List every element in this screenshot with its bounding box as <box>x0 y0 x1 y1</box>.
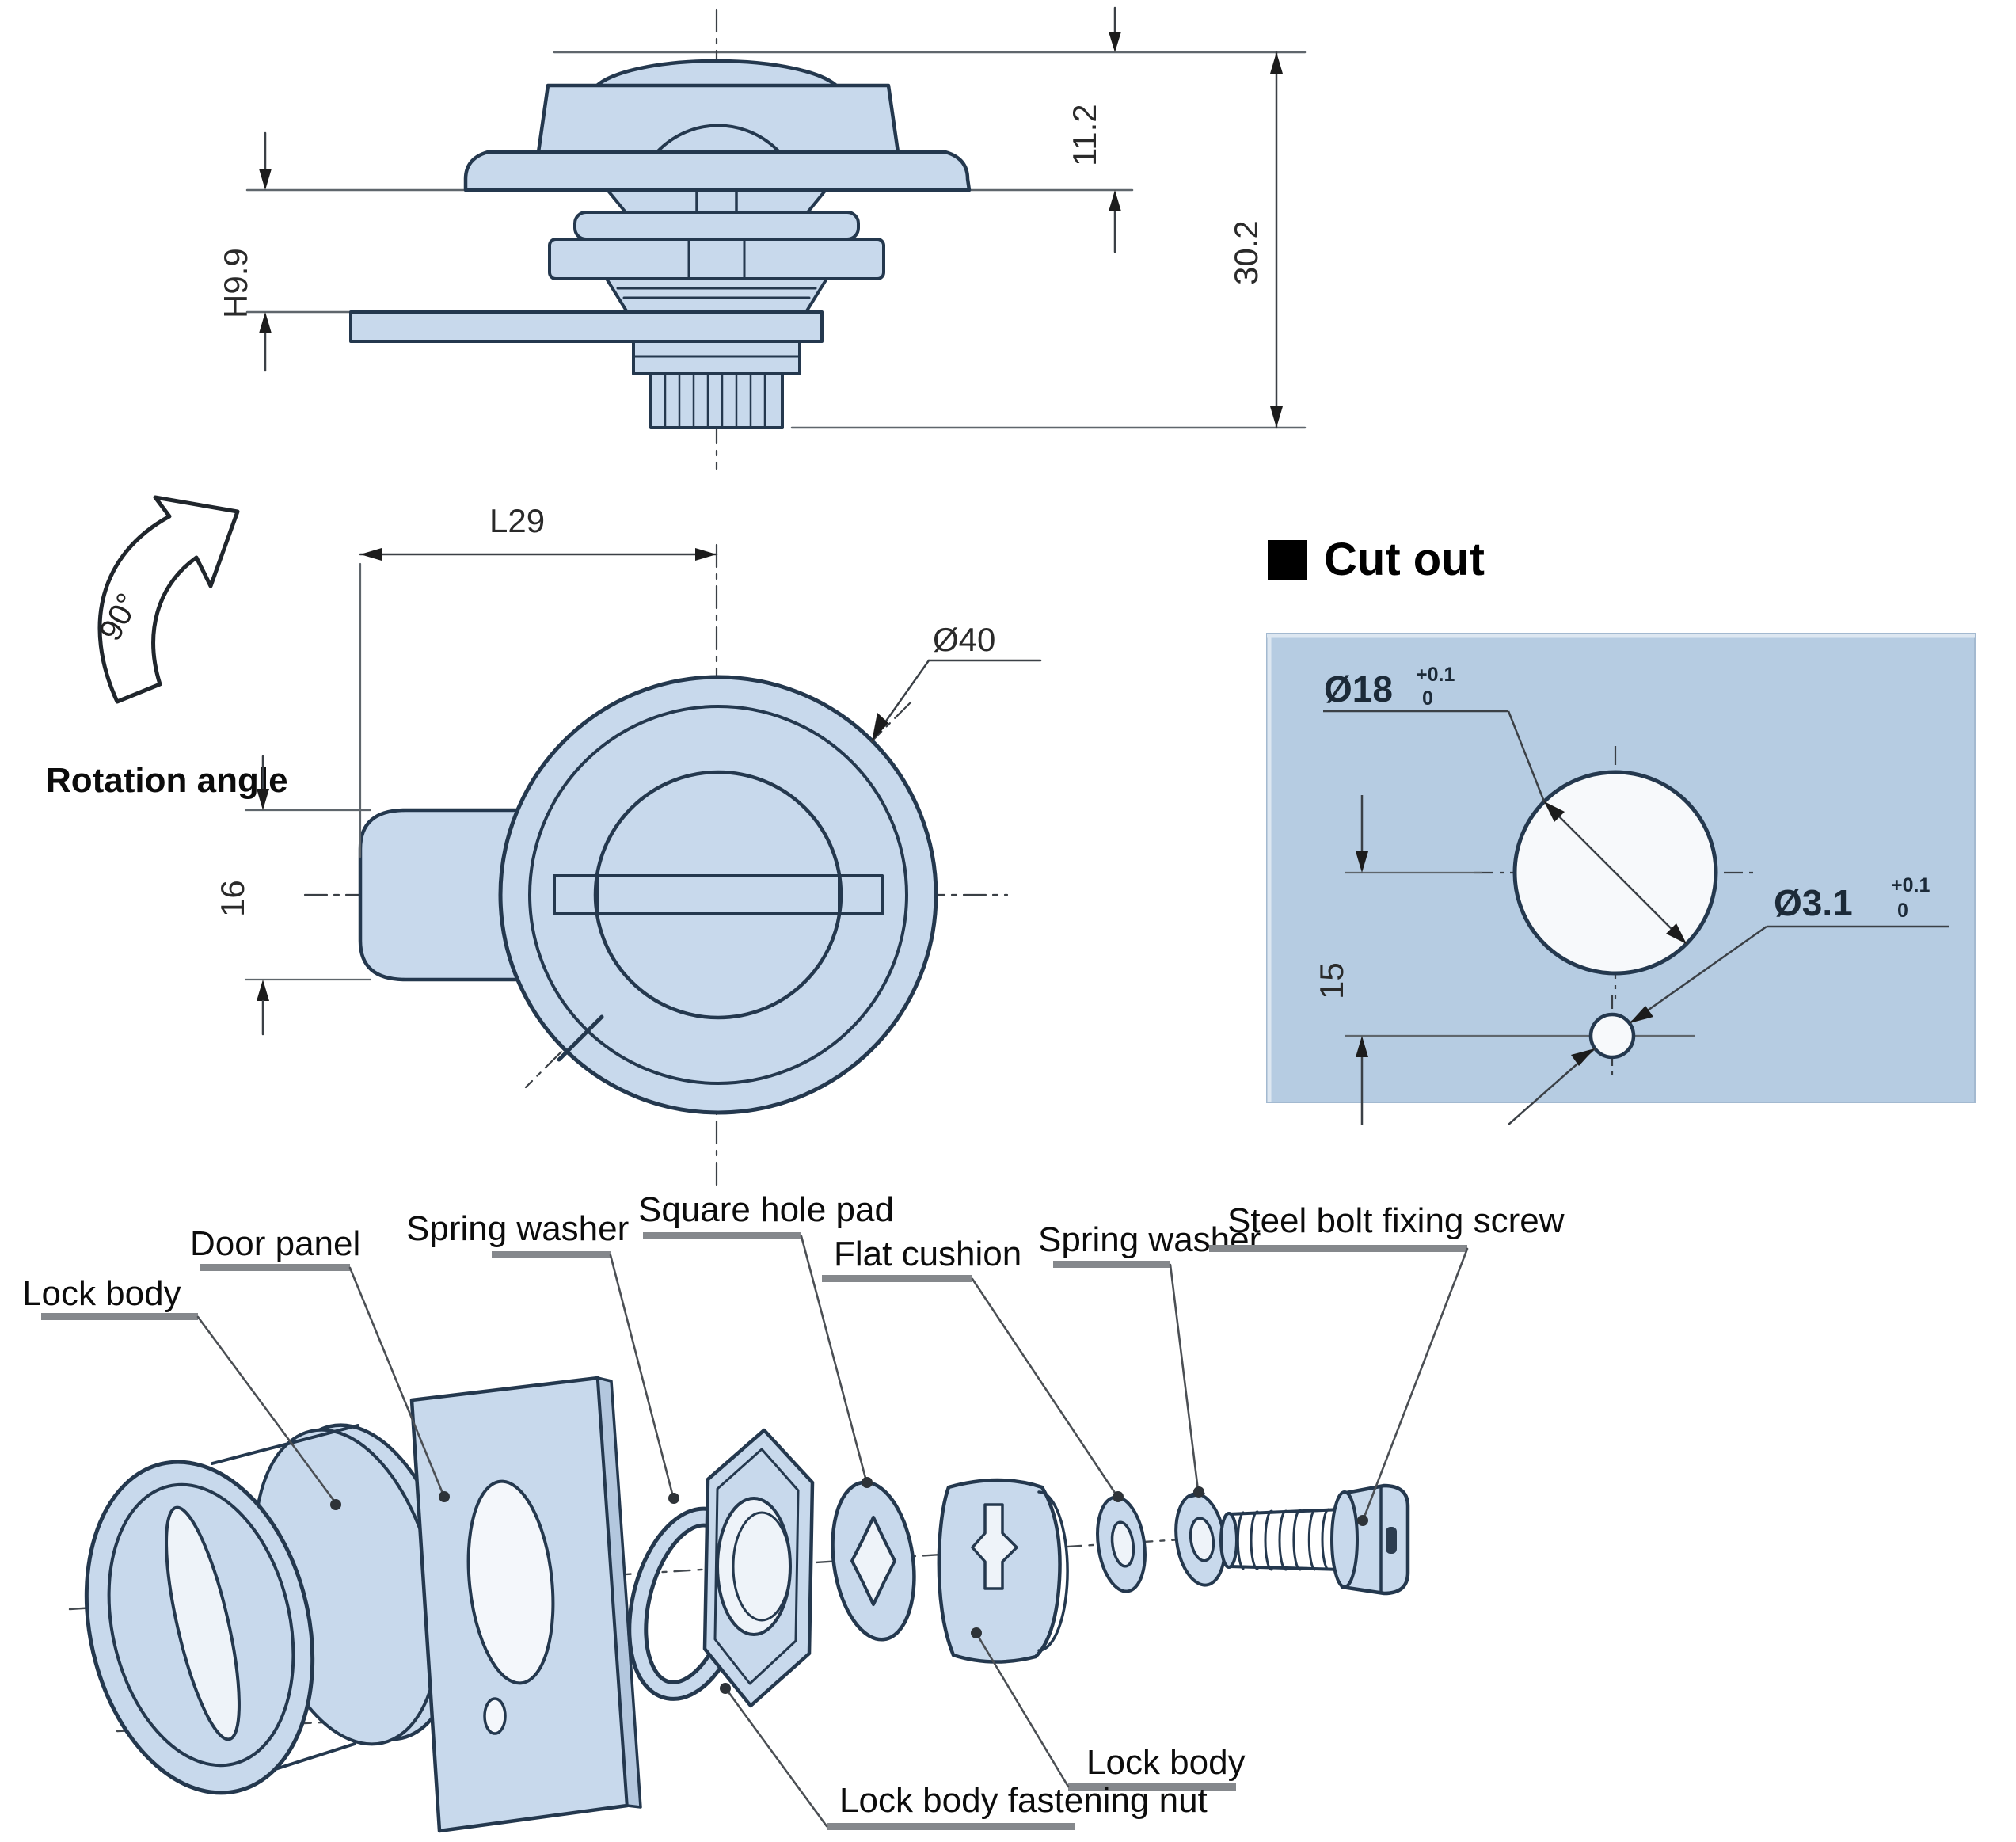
label-flat-cushion: Flat cushion <box>834 1235 1021 1273</box>
part-square-hole-pad <box>831 1480 916 1642</box>
leader-door-panel <box>348 1266 445 1497</box>
leader-fastening-nut <box>725 1688 828 1828</box>
thread-collar <box>605 277 828 314</box>
hole-diameter-line <box>1543 801 1687 945</box>
leader-spring-washer-2 <box>1169 1263 1200 1492</box>
cutout-section: Cut out Ø18 +0.1 0 Ø3.1 <box>1266 534 1976 1125</box>
exploded-view: Lock body Door panel Spring washer Squar… <box>22 1190 1565 1833</box>
label-lock-body-right: Lock body <box>1086 1743 1246 1782</box>
cutout-title: Cut out <box>1324 534 1485 585</box>
leader-bar-spring-washer-1 <box>492 1251 611 1258</box>
leader-flat-cushion <box>971 1277 1118 1497</box>
leader-bar-door-panel <box>200 1264 350 1271</box>
boss-circle <box>593 770 843 1020</box>
outer-circle <box>498 675 938 1115</box>
side-view: H9.9 11.2 30.2 <box>217 6 1307 470</box>
cam-plate <box>349 310 824 343</box>
lower-tick <box>557 1014 604 1062</box>
dia18-callout: Ø18 +0.1 0 <box>1323 664 1546 802</box>
pin-arrow-1 <box>1630 1006 1653 1023</box>
dim-112-text: 11.2 <box>1066 104 1103 166</box>
dia18-tol-plus: +0.1 <box>1416 664 1455 686</box>
dim-h99-text: H9.9 <box>217 248 254 318</box>
label-spring-washer-1: Spring washer <box>406 1209 629 1248</box>
dia31-tol-plus: +0.1 <box>1891 874 1930 896</box>
rotation-annotation: 90° Rotation angle <box>46 495 288 800</box>
hole-arrow-1 <box>1544 801 1565 822</box>
hole-arrow-2 <box>1666 923 1687 944</box>
front-view: L29 16 Ø40 <box>214 502 1042 1189</box>
leader-lock-body-left <box>196 1315 337 1505</box>
dim-16: 16 <box>214 755 372 1036</box>
dim-h99: H9.9 <box>217 131 272 372</box>
dim-l29: L29 <box>359 502 718 858</box>
rotation-label: Rotation angle <box>46 761 288 800</box>
flange <box>463 150 972 192</box>
leader-steel-bolt <box>1362 1247 1469 1520</box>
label-steel-bolt: Steel bolt fixing screw <box>1227 1201 1565 1240</box>
dim-15-text: 15 <box>1313 962 1350 999</box>
pin-arrow-2 <box>1571 1048 1595 1066</box>
leader-lock-body-right <box>976 1633 1070 1788</box>
dim-16-text: 16 <box>214 880 251 917</box>
part-fastening-nut <box>702 1428 815 1708</box>
label-fastening-nut: Lock body fastening nut <box>839 1781 1208 1820</box>
leader-bar-lock-body-left <box>41 1313 198 1320</box>
leader-bar-spring-washer-2 <box>1053 1261 1170 1268</box>
dia31-callout: Ø3.1 +0.1 0 <box>1508 874 1949 1125</box>
dia31-text: Ø3.1 <box>1774 882 1853 923</box>
flange-circle <box>528 705 908 1085</box>
leader-bar-flat-cushion <box>822 1275 972 1282</box>
part-steel-bolt <box>1219 1483 1410 1596</box>
knob-dome <box>593 59 840 89</box>
dim-15: 15 <box>1313 795 1482 1125</box>
dia18-text: Ø18 <box>1324 668 1393 710</box>
part-flat-cushion <box>1096 1495 1147 1593</box>
side-nut <box>548 238 885 280</box>
side-spring-washer <box>573 211 860 241</box>
cutout-pin-hole <box>1588 1012 1636 1060</box>
dim-112: 11.2 <box>1066 6 1121 253</box>
leader-spring-washer-1 <box>609 1254 675 1498</box>
cutout-bullet <box>1268 540 1307 580</box>
leader-bar-fastening-nut <box>827 1823 1075 1830</box>
part-spring-washer-c <box>627 1506 732 1701</box>
dim-302-text: 30.2 <box>1227 220 1265 285</box>
dia40-text: Ø40 <box>933 621 995 658</box>
dim-l29-text: L29 <box>489 502 545 539</box>
leader-bar-steel-bolt <box>1209 1245 1467 1252</box>
knob-head-block <box>536 83 900 154</box>
dia18-tol-minus: 0 <box>1422 687 1433 710</box>
rotation-arrow <box>97 495 240 704</box>
dia31-tol-minus: 0 <box>1897 900 1908 922</box>
label-spring-washer-2: Spring washer <box>1038 1220 1261 1259</box>
dia40-callout: Ø40 <box>870 621 1042 743</box>
label-lock-body-left: Lock body <box>22 1274 181 1313</box>
leader-bar-square-hole-pad <box>643 1232 801 1239</box>
dim-302: 30.2 <box>1227 51 1283 429</box>
exploded-labels: Lock body Door panel Spring washer Squar… <box>22 1190 1565 1830</box>
label-door-panel: Door panel <box>190 1224 360 1263</box>
threaded-end <box>649 372 784 429</box>
part-lock-body-cam <box>937 1478 1069 1664</box>
thread-lines <box>664 373 766 428</box>
leader-bar-lock-body-right <box>1068 1783 1236 1791</box>
part-door-panel <box>409 1376 642 1833</box>
label-square-hole-pad: Square hole pad <box>638 1190 894 1229</box>
neck <box>607 189 827 214</box>
leader-square-hole-pad <box>800 1235 868 1482</box>
